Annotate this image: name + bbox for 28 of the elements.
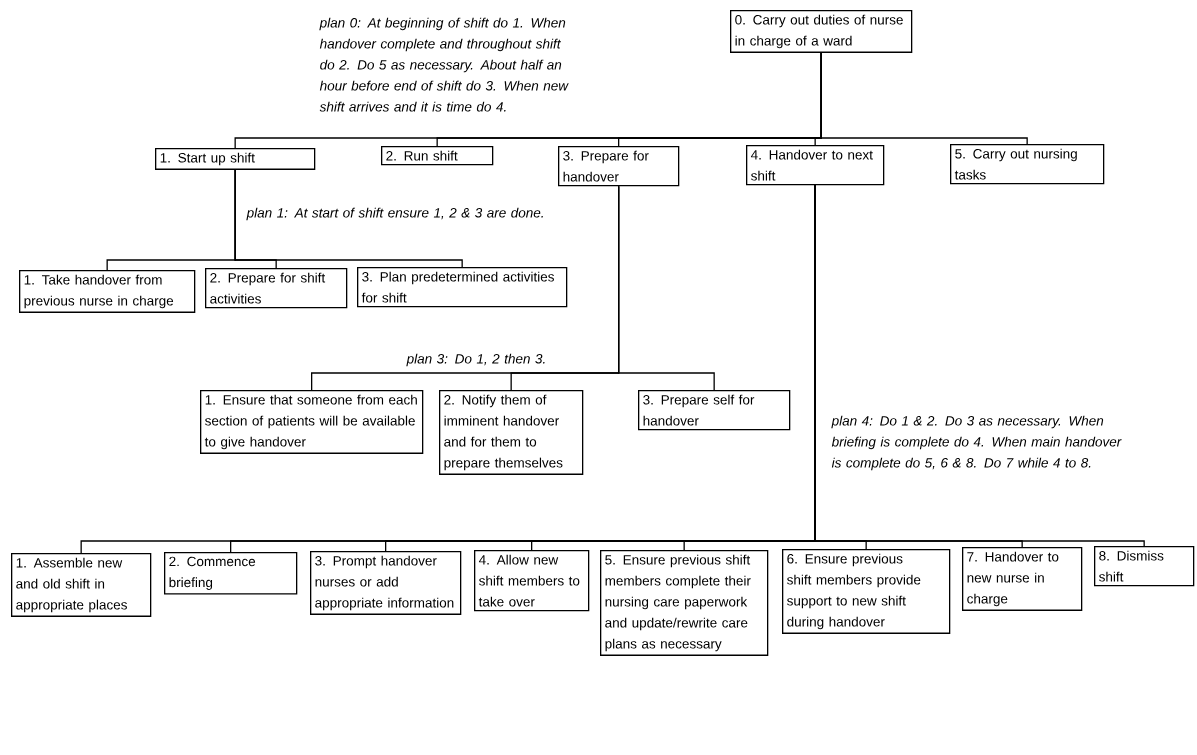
connector-line (618, 185, 715, 391)
task-box: 5. Carry out nursing tasks (950, 144, 1105, 185)
task-box: 1. Assemble new and old shift in appropriate places (11, 553, 152, 617)
task-box: 3. Prompt handover nurses or add appropriate information (310, 551, 462, 615)
task-box: 5. Ensure previous shift members complete their nursing care paperwork and update/rewrite care plans as necessary (600, 550, 769, 656)
task-box: 2. Commence briefing (164, 552, 298, 595)
plan-text: plan 0: At beginning of shift do 1. When handover complete and throughout shift do 2. Do 5 as necessary. About half an hour before end of shift do 3. When new shift arrives and it is time do 4. (319, 17, 569, 112)
task-box: 2. Notify them of imminent handover and for them to prepare themselves (439, 390, 584, 475)
task-box: 1. Start up shift (155, 148, 316, 170)
task-box: 2. Prepare for shift activities (205, 268, 348, 309)
connector-line (814, 184, 1145, 547)
task-box: 6. Ensure previous shift members provide support to new shift during handover (782, 549, 951, 634)
connector-line (820, 52, 1028, 145)
plan-text: plan 4: Do 1 & 2. Do 3 as necessary. When briefing is complete do 4. When main handover is complete do 5, 6 & 8. Do 7 while 4 to 8. (831, 415, 1122, 471)
task-box: 3. Plan predetermined activities for shift (357, 267, 568, 308)
task-box: 7. Handover to new nurse in charge (962, 547, 1083, 611)
task-box: 1. Take handover from previous nurse in charge (19, 270, 196, 313)
task-box: 2. Run shift (381, 146, 494, 166)
task-box: 0. Carry out duties of nurse in charge of a ward (730, 10, 913, 53)
task-box: 4. Allow new shift members to take over (474, 550, 590, 612)
task-box: 3. Prepare self for handover (638, 390, 791, 431)
task-box: 8. Dismiss shift (1094, 546, 1195, 587)
plan-text: plan 1: At start of shift ensure 1, 2 & 3 are done. (246, 207, 543, 221)
task-box: 1. Ensure that someone from each section of patients will be available to give handover (200, 390, 424, 454)
plan-text: plan 3: Do 1, 2 then 3. (406, 353, 545, 367)
connector-line (234, 169, 463, 268)
task-box: 4. Handover to next shift (746, 145, 885, 186)
task-box: 3. Prepare for handover (558, 146, 680, 187)
